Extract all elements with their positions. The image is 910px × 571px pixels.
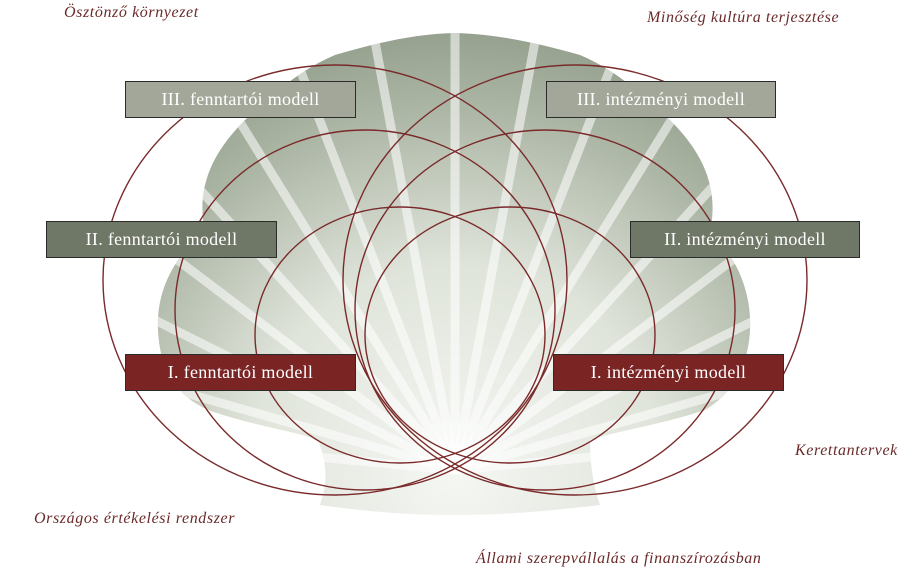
box-intezmenyi-modell-2: II. intézményi modell	[630, 221, 860, 258]
circle-intezmenyi-2	[354, 129, 736, 491]
corner-label-allami: Állami szerepvállalás a finanszírozásban	[476, 550, 762, 567]
overlapping-circles	[102, 64, 808, 496]
box-intezmenyi-modell-3: III. intézményi modell	[546, 81, 776, 118]
box-fenntartoi-modell-3: III. fenntartói modell	[125, 81, 356, 118]
corner-label-kerettantervek: Kerettantervek	[795, 442, 898, 459]
box-intezmenyi-modell-1: I. intézményi modell	[553, 354, 784, 391]
circle-fenntartoi-2	[174, 129, 556, 491]
box-fenntartoi-modell-2: II. fenntartói modell	[46, 221, 277, 258]
corner-label-osztonzo: Ösztönző környezet	[64, 4, 199, 21]
circle-intezmenyi-3	[342, 64, 808, 496]
circle-fenntartoi-3	[102, 64, 568, 496]
circle-intezmenyi-1	[364, 206, 656, 464]
box-fenntartoi-modell-1: I. fenntartói modell	[125, 354, 356, 391]
corner-label-orszagos: Országos értékelési rendszer	[34, 510, 236, 527]
corner-label-minoseg: Minőség kultúra terjesztése	[647, 9, 840, 26]
circle-fenntartoi-1	[254, 206, 546, 464]
